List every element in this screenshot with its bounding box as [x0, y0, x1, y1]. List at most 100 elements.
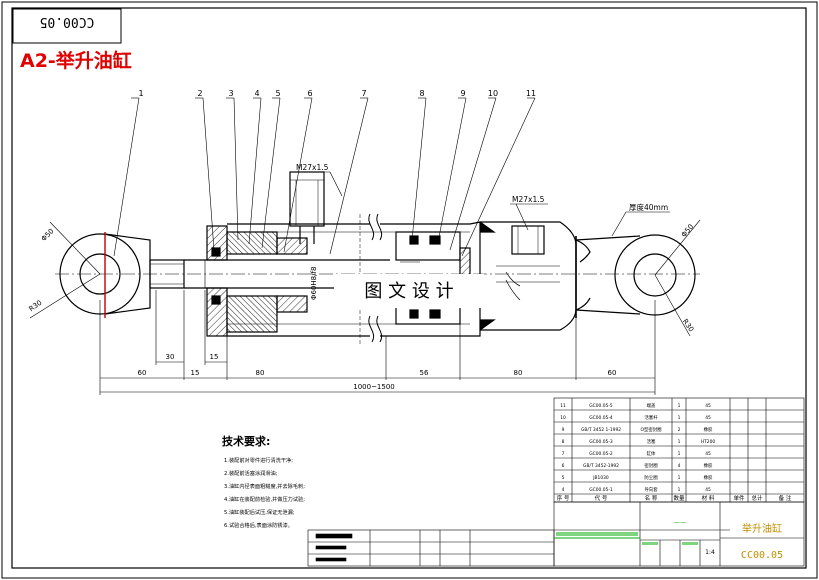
port-callouts — [294, 171, 670, 237]
dim-80-right: 80 — [514, 369, 523, 377]
dim-15-upper: 15 — [210, 353, 219, 361]
bom-cell: GC00.05-3 — [589, 439, 613, 445]
tech-heading: 技术要求: — [222, 434, 270, 448]
diameter-leaders — [29, 219, 701, 337]
part-label-6: 6 — [307, 89, 312, 98]
bom-cell: 1 — [678, 415, 681, 421]
part-label-2: 2 — [197, 89, 202, 98]
tech-notes: 1.装配前对零件进行清洗干净; 2.装配前活塞涂润滑油; 3.油缸内径表面粗糙度… — [224, 456, 305, 529]
bom-cell: 45 — [705, 415, 711, 421]
drawing-title: A2-举升油缸 — [20, 49, 132, 72]
bom-header-cell: 数量 — [673, 494, 685, 502]
bom-cell: GB/T 3452 1-1992 — [581, 427, 621, 433]
bom-cell: 2 — [678, 427, 681, 433]
part-label-3: 3 — [228, 89, 233, 98]
port-right — [511, 225, 545, 255]
bom-cell: 密封圈 — [644, 462, 658, 469]
bom-cell: 4 — [678, 463, 681, 469]
tech-note: 5.油缸装配后试压,保证无泄漏; — [224, 508, 295, 516]
bom-header-cell: 材 料 — [702, 494, 715, 502]
title-block-dash: —— — [674, 519, 686, 526]
part-label-4: 4 — [254, 89, 259, 98]
bom-cell: 橡胶 — [704, 462, 713, 469]
bom-cell: 45 — [705, 487, 711, 493]
bom-cell: 1 — [678, 487, 681, 493]
title-block-name: 举升油缸 — [742, 522, 782, 535]
part-label-5: 5 — [275, 89, 280, 98]
drawing-frame — [11, 7, 807, 569]
bom-table — [553, 397, 805, 503]
bom-cell: JB1030 — [592, 475, 609, 481]
phi-right-label: Φ50 — [680, 223, 695, 239]
bom-cell: 活塞 — [647, 438, 656, 445]
bom-cell: 8 — [562, 439, 565, 445]
part-label-8: 8 — [419, 89, 424, 98]
bom-cell: 45 — [705, 403, 711, 409]
dim-60-right: 60 — [608, 369, 617, 377]
tech-note: 6.试验合格后,表面涂防锈漆。 — [224, 521, 293, 529]
bom-cell: GC00.05-5 — [589, 403, 613, 409]
bom-cell: GC00.05-2 — [589, 451, 613, 457]
part-label-11: 11 — [526, 89, 536, 98]
part-label-1: 1 — [138, 89, 143, 98]
bom-cell: 橡胶 — [704, 474, 713, 481]
bom-header-cell: 总计 — [751, 494, 763, 502]
gland-assembly — [206, 225, 308, 337]
bom-cell: 缸体 — [647, 450, 656, 457]
dim-15-lower: 15 — [191, 369, 200, 377]
bom-cell: 11 — [560, 403, 566, 409]
rod-eye-right — [575, 234, 696, 318]
bom-cell: 1 — [678, 475, 681, 481]
bom-cell: 1 — [678, 451, 681, 457]
bom-cell: 橡胶 — [704, 426, 713, 433]
bom-header-cell: 序 号 — [557, 494, 570, 502]
bom-cell: 防尘圈 — [644, 474, 658, 481]
bom-cell: 端盖 — [647, 402, 656, 409]
part-label-9: 9 — [460, 89, 465, 98]
tech-note: 2.装配前活塞涂润滑油; — [224, 469, 278, 477]
bom-header-cell: 名 称 — [645, 494, 658, 502]
phi-left-label: Φ50 — [40, 227, 56, 243]
rod-eye-left — [59, 232, 151, 318]
bore-label: Φ60H8/f8 — [310, 267, 318, 300]
dim-30: 30 — [166, 353, 175, 361]
dimension-texts: 30 15 60 15 80 56 80 60 1000~1500 — [138, 353, 617, 391]
bom-cell: 活塞杆 — [644, 414, 658, 421]
sub-table — [307, 529, 555, 567]
rear-cap — [469, 221, 577, 337]
bom-header-cell: 单件 — [733, 494, 745, 502]
bom-cell: 4 — [562, 487, 565, 493]
rod-thread — [149, 259, 185, 289]
tech-note: 4.油缸在装配前检验,并做压力试验; — [224, 495, 305, 503]
bom-header-cell: 代 号 — [595, 494, 608, 502]
tech-note: 1.装配前对零件进行清洗干净; — [224, 456, 293, 464]
port-left — [289, 171, 325, 244]
dimension-lines — [99, 290, 656, 395]
dim-60-left: 60 — [138, 369, 147, 377]
bom-header-cell: 备 注 — [779, 494, 792, 502]
bom-cell: 1 — [678, 403, 681, 409]
watermark-box — [334, 274, 484, 308]
watermark-text: 图 文 设 计 — [364, 281, 453, 302]
code-box — [12, 8, 122, 44]
part-leaders — [113, 97, 536, 257]
bom-cell: HT200 — [701, 439, 716, 445]
bom-header: 序 号 代 号 名 称 数量 材 料 单件 总计 备 注 — [557, 494, 792, 502]
bom-cell: 9 — [562, 427, 565, 433]
bom-cell: 45 — [705, 451, 711, 457]
dim-80-left: 80 — [256, 369, 265, 377]
bom-cell: GB/T 3452-1992 — [583, 463, 619, 469]
port-left-label: M27x1.5 — [296, 163, 329, 172]
bom-cell: 5 — [562, 475, 565, 481]
part-numbers: 1 2 3 4 5 6 7 8 9 10 11 — [138, 89, 536, 98]
bom-cell: O型密封圈 — [640, 426, 662, 433]
bom-cell: 10 — [560, 415, 566, 421]
title-block-code: CC00.05 — [741, 550, 783, 561]
tech-note: 3.油缸内径表面粗糙度,并去除毛刺; — [224, 482, 305, 490]
bom-cell: 6 — [562, 463, 565, 469]
part-label-7: 7 — [361, 89, 366, 98]
bom-cell: 1 — [678, 439, 681, 445]
thickness-label: 厚度40mm — [629, 202, 668, 212]
